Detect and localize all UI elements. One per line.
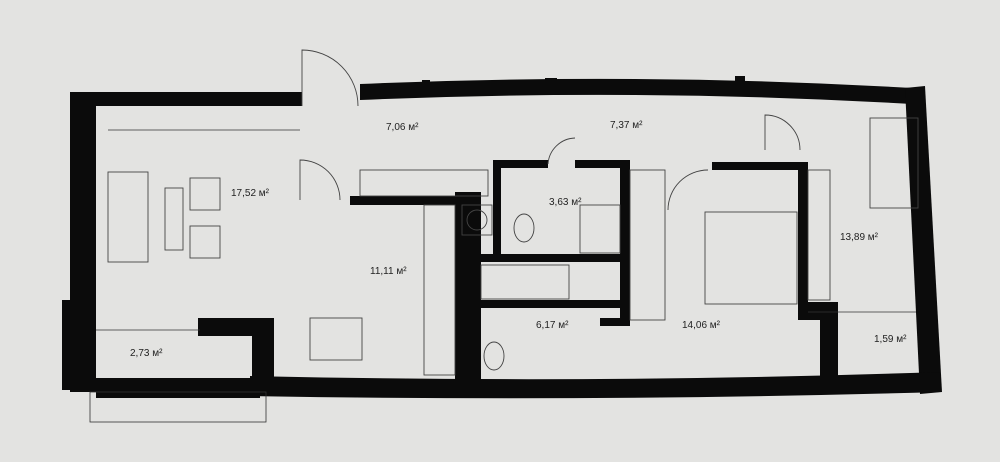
area-label-wc: 3,63 м² bbox=[549, 197, 582, 208]
bottom-wall bbox=[96, 378, 260, 398]
wardrobe-bedroom bbox=[629, 169, 666, 321]
toilet-bath bbox=[483, 341, 505, 371]
coffee-table bbox=[164, 187, 184, 251]
top-pillar-2 bbox=[735, 76, 745, 90]
shower bbox=[579, 204, 621, 254]
balcony-side-wall bbox=[252, 318, 274, 380]
kitchen-top-wall bbox=[350, 196, 460, 205]
washing-machine bbox=[461, 204, 493, 236]
entry-door-swing bbox=[301, 49, 359, 107]
bedroom-divider bbox=[798, 162, 808, 302]
armchair-1 bbox=[189, 177, 221, 211]
bottom-wall-right bbox=[250, 372, 940, 399]
bath-divider bbox=[481, 300, 626, 308]
wardrobe-right bbox=[807, 169, 831, 301]
area-label-bedroom-right: 13,89 м² bbox=[840, 232, 879, 243]
toilet-wc bbox=[513, 213, 535, 243]
wc-left-wall bbox=[493, 160, 501, 256]
wc-top-wall bbox=[493, 160, 548, 168]
area-label-hall-right: 7,37 м² bbox=[610, 120, 643, 131]
area-label-balcony: 2,73 м² bbox=[130, 348, 163, 359]
area-label-loggia: 1,59 м² bbox=[874, 334, 907, 345]
kitchen-counter bbox=[423, 204, 456, 376]
balcony-outline bbox=[89, 391, 267, 423]
right-wall bbox=[905, 86, 942, 394]
bedroom-door-swing bbox=[667, 169, 709, 211]
room-labels: 7,06 м² 7,37 м² 17,52 м² 3,63 м² 11,11 м… bbox=[130, 120, 907, 359]
shaft-wall bbox=[455, 192, 481, 382]
left-wall bbox=[70, 92, 96, 392]
living-door-swing bbox=[299, 159, 341, 201]
bed-right bbox=[869, 117, 919, 209]
dining-table bbox=[309, 317, 363, 361]
bed-middle bbox=[704, 211, 798, 305]
top-wall-right bbox=[360, 78, 912, 104]
left-notch bbox=[62, 300, 74, 390]
right-door-swing bbox=[764, 114, 801, 151]
armchair-2 bbox=[189, 225, 221, 259]
area-label-kitchen: 11,11 м² bbox=[370, 266, 407, 277]
wc-right-wall bbox=[575, 160, 627, 168]
area-label-bathroom: 6,17 м² bbox=[536, 320, 569, 331]
loggia-side-wall bbox=[820, 302, 838, 380]
top-wall-left bbox=[70, 92, 302, 106]
area-label-bedroom-middle: 14,06 м² bbox=[682, 320, 721, 331]
top-pillar-1 bbox=[545, 78, 557, 94]
bath-bottom-right bbox=[600, 318, 630, 326]
area-label-living-room: 17,52 м² bbox=[231, 188, 270, 199]
wc-door-swing bbox=[547, 137, 576, 165]
bath-top-wall bbox=[481, 254, 626, 262]
bedroom-top-wall bbox=[712, 162, 808, 170]
top-pillar-3 bbox=[422, 80, 430, 90]
fixtures bbox=[89, 49, 919, 423]
middle-wall bbox=[620, 160, 630, 325]
bathtub bbox=[480, 264, 570, 300]
sofa bbox=[107, 171, 149, 263]
area-label-hall-left: 7,06 м² bbox=[386, 122, 419, 133]
wardrobe-hall bbox=[359, 169, 489, 197]
